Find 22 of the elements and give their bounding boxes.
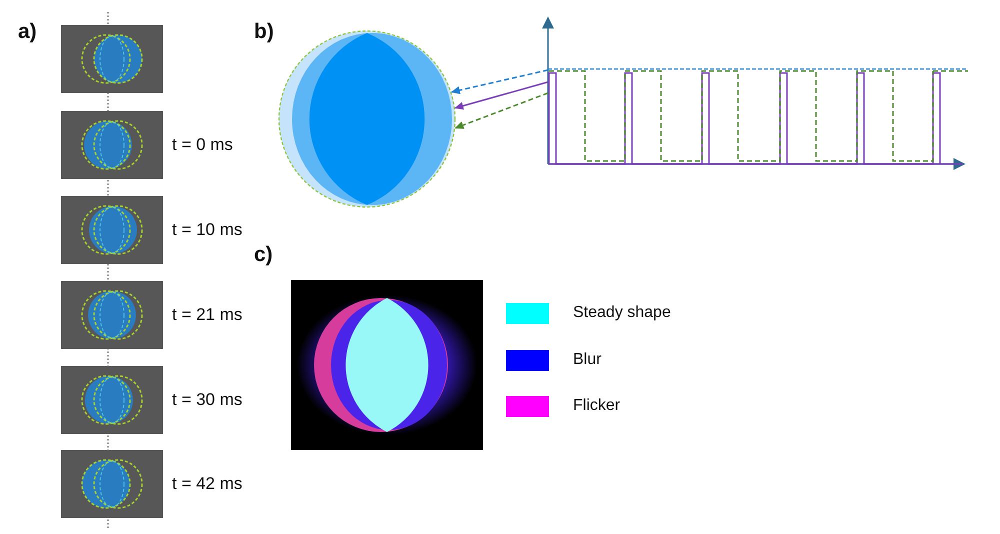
time-label: t = 0 ms	[172, 135, 233, 155]
frame-drawing	[61, 366, 163, 434]
time-label: t = 21 ms	[172, 305, 242, 325]
panel-label: a)	[18, 20, 37, 44]
legend-label: Blur	[573, 351, 602, 369]
time-label: t = 42 ms	[172, 474, 242, 494]
frame-drawing	[61, 196, 163, 264]
arrow	[454, 81, 548, 110]
arrow	[450, 69, 548, 94]
circle-drawing	[278, 30, 456, 208]
legend-label: Flicker	[573, 397, 620, 415]
frame-drawing	[61, 25, 163, 93]
panel-label: c)	[254, 243, 273, 267]
frame-drawing	[61, 450, 163, 518]
time-label: t = 30 ms	[172, 390, 242, 410]
time-label: t = 10 ms	[172, 220, 242, 240]
arrow	[454, 92, 548, 129]
frame-drawing	[61, 281, 163, 349]
frame-drawing	[61, 111, 163, 179]
panel-label: b)	[254, 20, 274, 44]
legend-label: Steady shape	[573, 304, 671, 322]
blur-map-drawing	[291, 280, 483, 450]
